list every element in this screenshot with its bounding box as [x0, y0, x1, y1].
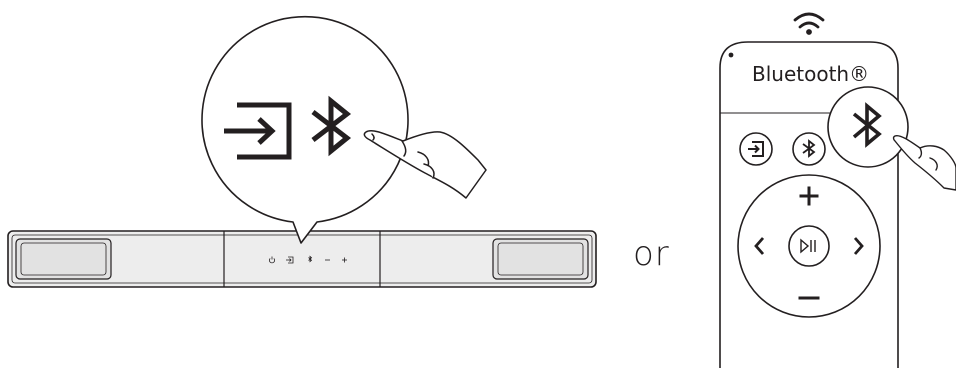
remote-bluetooth-magnifier [827, 86, 909, 168]
callout-bubble [201, 15, 487, 244]
soundbar [7, 230, 597, 288]
remote-bluetooth-button[interactable] [792, 132, 826, 166]
right-speaker-grille [492, 238, 589, 280]
previous-icon [754, 237, 765, 255]
remote-source-button[interactable] [739, 132, 773, 166]
bluetooth-icon [308, 255, 313, 263]
pointing-hand-icon [363, 129, 487, 199]
play-pause-button[interactable] [788, 225, 830, 267]
bluetooth-icon [311, 95, 352, 157]
bluetooth-icon [802, 139, 816, 158]
wireless-signal-icon [793, 12, 825, 35]
source-icon [286, 256, 294, 264]
volume-up-icon [799, 186, 819, 206]
pointing-hand-icon [892, 134, 956, 191]
source-icon [748, 141, 764, 157]
left-speaker-grille [15, 238, 112, 280]
source-icon [224, 102, 292, 160]
bluetooth-icon [852, 102, 882, 148]
play-pause-icon [800, 238, 816, 254]
remote-brand-label: Bluetooth® [752, 62, 870, 86]
soundbar-button-row [269, 255, 347, 264]
remote-indicator-dot [728, 52, 734, 58]
remote-dpad[interactable] [737, 174, 881, 318]
power-icon [269, 256, 275, 264]
remote-control [719, 41, 956, 368]
or-separator: or [633, 234, 670, 274]
volume-up-icon [342, 257, 347, 263]
next-icon [853, 237, 864, 255]
